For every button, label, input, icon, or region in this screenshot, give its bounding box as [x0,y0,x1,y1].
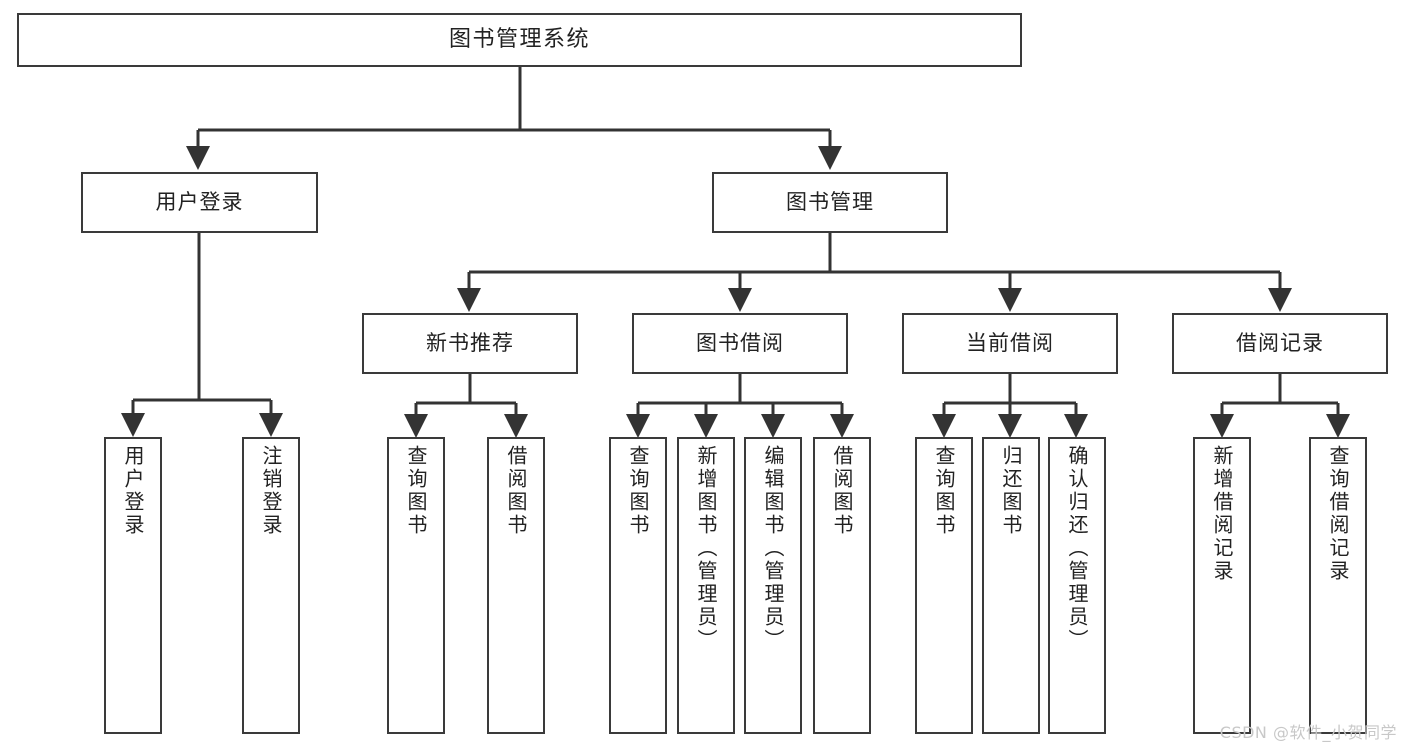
leaf-add-book[interactable]: 新增图书（管理员） [677,437,735,734]
node-new-book-recommend[interactable]: 新书推荐 [362,313,578,374]
node-label: 注销登录 [259,445,283,537]
node-borrow-record[interactable]: 借阅记录 [1172,313,1388,374]
leaf-return-book[interactable]: 归还图书 [982,437,1040,734]
node-label: 确认归还（管理员） [1065,445,1089,652]
node-label: 借阅图书 [504,445,528,537]
node-label: 新书推荐 [426,331,514,356]
node-label: 查询图书 [626,445,650,537]
leaf-logout-login[interactable]: 注销登录 [242,437,300,734]
node-root-book-management-system[interactable]: 图书管理系统 [17,13,1022,67]
node-label: 归还图书 [999,445,1023,537]
node-label: 当前借阅 [966,331,1054,356]
node-user-login[interactable]: 用户登录 [81,172,318,233]
node-label: 借阅记录 [1236,331,1324,356]
leaf-query-book-borrow[interactable]: 查询图书 [609,437,667,734]
node-label: 图书管理系统 [448,27,590,53]
node-label: 编辑图书（管理员） [761,445,785,652]
node-book-borrow[interactable]: 图书借阅 [632,313,848,374]
leaf-edit-book[interactable]: 编辑图书（管理员） [744,437,802,734]
node-label: 新增借阅记录 [1210,445,1234,583]
node-label: 图书管理 [786,190,874,215]
leaf-borrow-book[interactable]: 借阅图书 [813,437,871,734]
node-label: 新增图书（管理员） [694,445,718,652]
node-book-management[interactable]: 图书管理 [712,172,948,233]
node-label: 用户登录 [155,190,244,215]
node-label: 查询图书 [932,445,956,537]
node-label: 借阅图书 [830,445,854,537]
node-label: 图书借阅 [696,331,784,356]
leaf-confirm-return[interactable]: 确认归还（管理员） [1048,437,1106,734]
leaf-borrow-book-recommend[interactable]: 借阅图书 [487,437,545,734]
node-label: 用户登录 [121,445,145,537]
leaf-query-book-current[interactable]: 查询图书 [915,437,973,734]
node-current-borrow[interactable]: 当前借阅 [902,313,1118,374]
leaf-add-borrow-record[interactable]: 新增借阅记录 [1193,437,1251,734]
leaf-user-login[interactable]: 用户登录 [104,437,162,734]
node-label: 查询图书 [404,445,428,537]
leaf-query-book-recommend[interactable]: 查询图书 [387,437,445,734]
node-label: 查询借阅记录 [1326,445,1350,583]
leaf-query-borrow-record[interactable]: 查询借阅记录 [1309,437,1367,734]
